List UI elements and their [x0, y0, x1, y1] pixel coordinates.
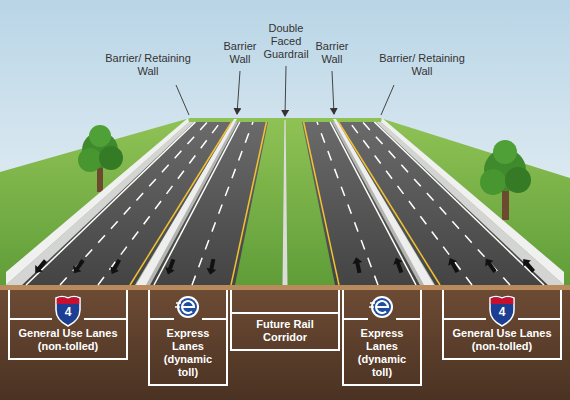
direction-arrow	[482, 256, 499, 275]
direction-arrow	[351, 256, 364, 274]
callout-label: Barrier Wall	[312, 40, 352, 66]
express-icon	[370, 302, 375, 304]
lane-label-box: General Use Lanes (non-tolled)	[442, 319, 562, 360]
lane-label-text: Express Lanes (dynamic toll)	[348, 327, 416, 379]
leader-line	[381, 85, 394, 115]
express-icon	[376, 301, 388, 313]
lane-markings	[374, 122, 544, 285]
express-icon	[175, 296, 393, 318]
lane-markings	[231, 122, 266, 285]
grass-land	[0, 118, 570, 287]
tree	[505, 167, 531, 193]
interstate-shield	[56, 297, 80, 327]
lane-label-text: General Use Lanes (non-tolled)	[448, 327, 556, 353]
guardrail	[283, 120, 288, 285]
bracket-line	[560, 290, 562, 319]
lane-markings	[339, 122, 441, 285]
leader-line	[237, 71, 240, 114]
bracket-line	[148, 290, 150, 319]
express-icon	[176, 302, 181, 304]
direction-arrow	[31, 256, 537, 277]
tree	[493, 140, 517, 164]
bracket-line	[230, 290, 232, 313]
grass-land	[0, 118, 570, 287]
route-number: 4	[492, 305, 512, 319]
interstate-shield	[491, 297, 513, 304]
callout-label: Barrier/ Retaining Wall	[98, 52, 198, 78]
express-icon	[369, 306, 374, 308]
leader-line	[176, 85, 189, 115]
bracket-line	[226, 290, 228, 319]
retaining-wall	[6, 118, 564, 285]
callout-label: Barrier/ Retaining Wall	[372, 52, 472, 78]
guardrail	[283, 120, 288, 285]
route-number: 4	[58, 305, 78, 319]
bracket-line	[8, 290, 562, 319]
lane-label-box: General Use Lanes (non-tolled)	[8, 319, 128, 360]
leader-line	[285, 66, 286, 116]
leader-line	[332, 71, 334, 114]
soil-section	[0, 285, 570, 400]
express-icon	[177, 296, 199, 318]
direction-arrow	[70, 257, 87, 276]
direction-arrow	[445, 256, 461, 275]
lane-label-text: Future Rail Corridor	[236, 318, 334, 344]
lane-label-box: Express Lanes (dynamic toll)	[148, 319, 228, 386]
direction-arrow	[205, 258, 218, 276]
lane-markings	[26, 122, 195, 285]
express-icon	[373, 298, 391, 316]
lane-label-box: Future Rail Corridor	[230, 312, 340, 351]
bracket-line	[126, 290, 128, 319]
barrier-wall	[333, 119, 434, 285]
express-icon	[175, 306, 180, 308]
sky	[0, 0, 570, 300]
tree	[78, 148, 102, 172]
sky	[0, 0, 570, 300]
lane-markings	[304, 122, 339, 285]
interstate-shield	[57, 297, 79, 304]
soil-section	[0, 285, 570, 400]
direction-arrow	[107, 257, 123, 276]
bracket-line	[342, 290, 344, 319]
interstate-shield	[490, 297, 514, 327]
express-icon	[182, 301, 194, 313]
callout-label: Double Faced Guardrail	[261, 22, 311, 61]
lane-label-text: General Use Lanes (non-tolled)	[14, 327, 122, 353]
tree	[99, 146, 123, 170]
soil-section	[0, 285, 570, 290]
callout-label: Barrier Wall	[220, 40, 260, 66]
tree	[89, 125, 111, 147]
bracket-line	[338, 290, 340, 313]
lane-label-text: Express Lanes (dynamic toll)	[154, 327, 222, 379]
retaining-wall	[6, 122, 194, 285]
direction-arrow	[163, 258, 178, 276]
lane-label-box: Express Lanes (dynamic toll)	[342, 319, 422, 386]
bracket-line	[442, 290, 444, 319]
barrier-wall	[135, 119, 435, 285]
express-icon	[371, 296, 393, 318]
barrier-wall	[136, 119, 237, 285]
direction-arrow	[391, 256, 406, 274]
direction-arrow	[31, 257, 49, 276]
leader-line	[176, 66, 394, 116]
bracket-line	[420, 290, 422, 319]
retaining-wall	[376, 122, 564, 285]
express-icon	[179, 298, 197, 316]
tree	[480, 169, 506, 195]
bracket-line	[8, 290, 10, 319]
direction-arrow	[519, 256, 537, 275]
lane-markings	[130, 122, 232, 285]
